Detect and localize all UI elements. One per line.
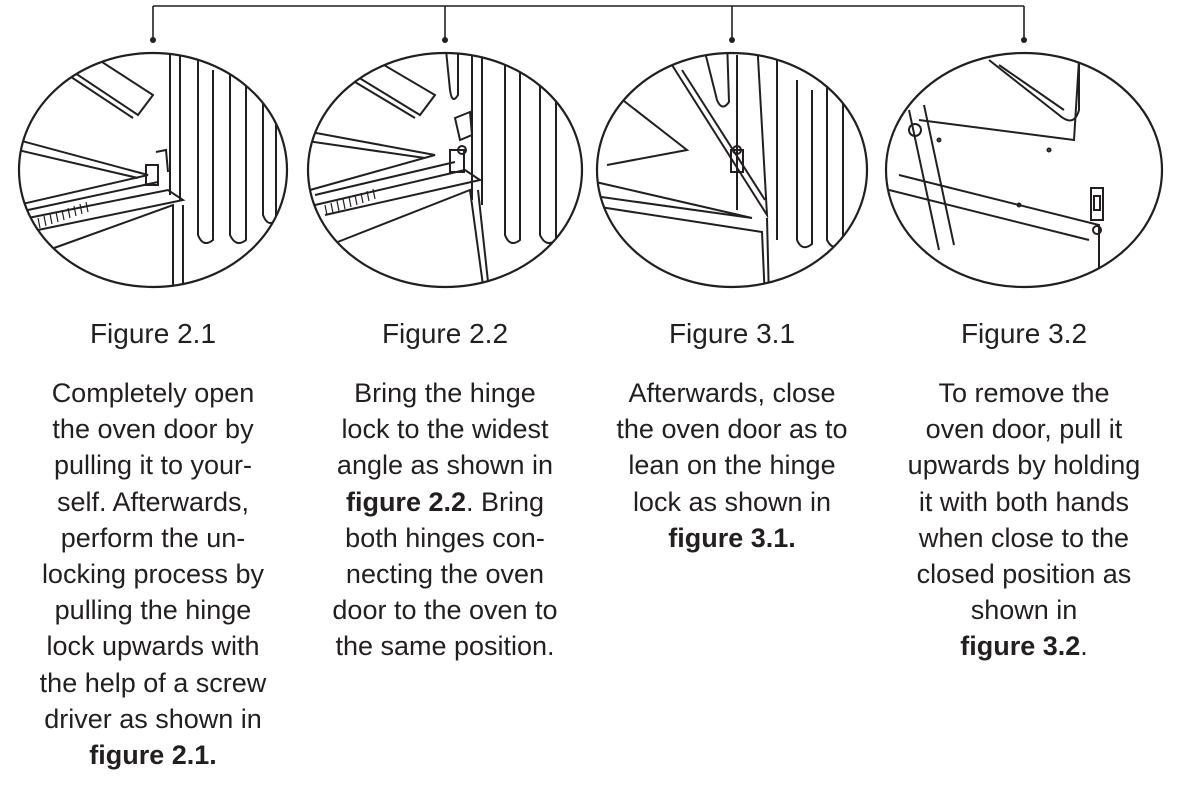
figure-label: Figure 3.1 — [668, 318, 796, 349]
oven-hinge-illustration-2-2 — [306, 51, 584, 289]
figure-label: Figure 2.1 — [89, 318, 217, 349]
oven-hinge-illustration-3-1 — [595, 51, 869, 289]
figure-label: Figure 3.2 — [960, 318, 1088, 349]
oven-hinge-illustration-3-2 — [884, 51, 1164, 289]
figure-label: Figure 2.2 — [381, 318, 509, 349]
oven-hinge-illustration-2-1 — [17, 51, 289, 289]
